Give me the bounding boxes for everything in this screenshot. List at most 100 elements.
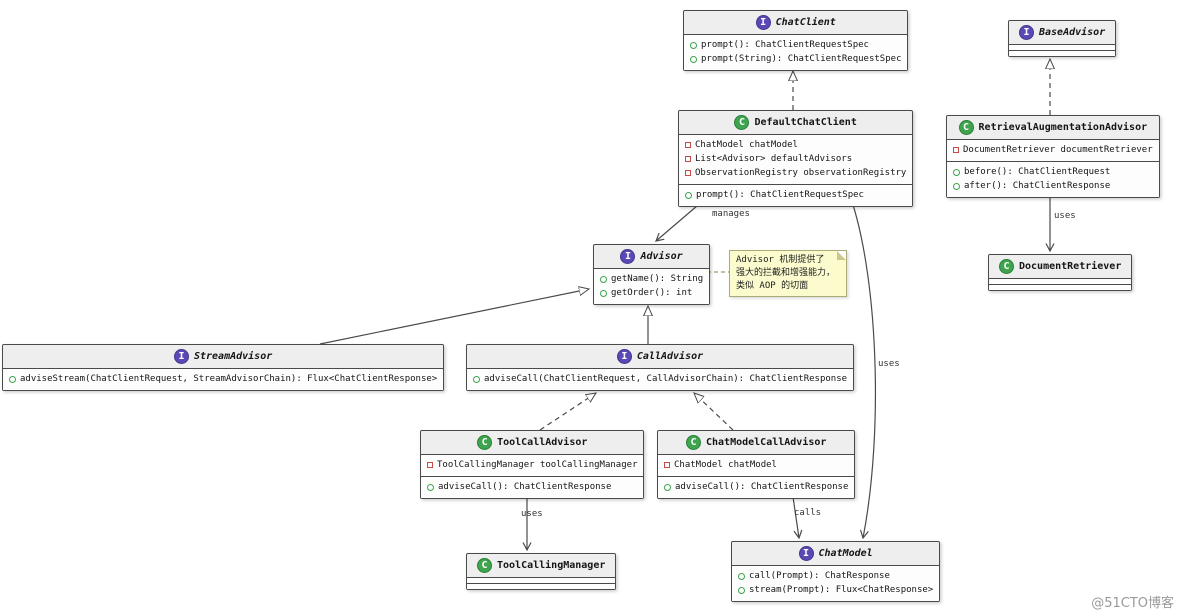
class-icon: C <box>477 435 493 450</box>
class-header: C ChatModelCallAdvisor <box>658 431 855 454</box>
methods-compartment: prompt(): ChatClientRequestSpec prompt(S… <box>684 34 908 70</box>
method-row: prompt(String): ChatClientRequestSpec <box>690 52 901 66</box>
method-text: after(): ChatClientResponse <box>964 181 1111 191</box>
method-text: stream(Prompt): Flux<ChatResponse> <box>749 585 934 595</box>
field-text: ToolCallingManager toolCallingManager <box>437 460 638 470</box>
class-box-toolcalladvisor: C ToolCallAdvisor ToolCallingManager too… <box>420 430 645 499</box>
method-row: prompt(): ChatClientRequestSpec <box>685 188 906 202</box>
note-line: 类似 AOP 的切面 <box>736 281 809 291</box>
class-header: I Advisor <box>594 245 710 268</box>
methods-compartment: prompt(): ChatClientRequestSpec <box>679 184 913 206</box>
note-line: 强大的拦截和增强能力， <box>736 268 836 278</box>
edge-label-uses-document-retriever: uses <box>1054 211 1076 221</box>
class-title: ChatClient <box>775 17 836 28</box>
class-header: I ChatModel <box>732 542 940 565</box>
class-box-defaultchatclient: C DefaultChatClient ChatModel chatModel … <box>678 110 914 207</box>
method-marker-icon <box>690 41 697 49</box>
method-marker-icon <box>473 375 480 383</box>
method-row: call(Prompt): ChatResponse <box>738 569 933 583</box>
class-header: C ToolCallingManager <box>467 554 616 577</box>
class-box-advisor: I Advisor getName(): String getOrder(): … <box>593 244 711 305</box>
edge-toolcalladvisor-implements-calladvisor <box>539 393 596 431</box>
class-header: C DefaultChatClient <box>679 111 913 134</box>
methods-compartment: adviseCall(ChatClientRequest, CallAdviso… <box>467 368 854 390</box>
method-marker-icon <box>685 191 692 199</box>
field-text: ChatModel chatModel <box>674 460 777 470</box>
method-text: getOrder(): int <box>611 288 693 298</box>
field-row: ToolCallingManager toolCallingManager <box>427 458 637 472</box>
edge-streamadvisor-extends-advisor <box>319 289 589 345</box>
field-marker-icon <box>664 462 670 468</box>
methods-compartment: before(): ChatClientRequest after(): Cha… <box>947 161 1159 197</box>
method-marker-icon <box>600 289 607 297</box>
class-title: Advisor <box>640 251 683 262</box>
method-text: getName(): String <box>611 274 704 284</box>
method-text: before(): ChatClientRequest <box>964 167 1111 177</box>
method-marker-icon <box>953 182 960 190</box>
watermark: @51CTO博客 <box>1091 596 1174 611</box>
class-title: DefaultChatClient <box>754 117 857 128</box>
method-row: adviseCall(): ChatClientResponse <box>664 480 848 494</box>
method-text: adviseCall(ChatClientRequest, CallAdviso… <box>484 374 848 384</box>
fields-compartment: ToolCallingManager toolCallingManager <box>421 454 644 476</box>
class-header: I CallAdvisor <box>467 345 854 368</box>
method-row: prompt(): ChatClientRequestSpec <box>690 38 901 52</box>
class-header: C RetrievalAugmentationAdvisor <box>947 116 1159 139</box>
advisor-note: Advisor 机制提供了 强大的拦截和增强能力， 类似 AOP 的切面 <box>729 250 847 297</box>
edge-chatmodelcalladvisor-implements-calladvisor <box>694 393 734 431</box>
field-row: ChatModel chatModel <box>685 138 906 152</box>
method-text: adviseStream(ChatClientRequest, StreamAd… <box>20 374 438 384</box>
class-box-chatmodel: I ChatModel call(Prompt): ChatResponse s… <box>731 541 941 602</box>
field-text: ObservationRegistry observationRegistry <box>695 168 907 178</box>
method-marker-icon <box>664 483 671 491</box>
fields-compartment: DocumentRetriever documentRetriever <box>947 139 1159 161</box>
method-text: prompt(): ChatClientRequestSpec <box>696 190 864 200</box>
methods-compartment: adviseCall(): ChatClientResponse <box>658 476 855 498</box>
method-row: stream(Prompt): Flux<ChatResponse> <box>738 583 933 597</box>
interface-icon: I <box>173 349 189 364</box>
class-title: StreamAdvisor <box>193 351 273 362</box>
methods-compartment: call(Prompt): ChatResponse stream(Prompt… <box>732 565 940 601</box>
field-marker-icon <box>685 142 691 148</box>
class-box-chatmodelcalladvisor: C ChatModelCallAdvisor ChatModel chatMod… <box>657 430 856 499</box>
method-marker-icon <box>600 275 607 283</box>
method-row: before(): ChatClientRequest <box>953 165 1153 179</box>
class-icon: C <box>685 435 701 450</box>
edge-label-manages: manages <box>712 209 750 219</box>
class-icon: C <box>958 120 974 135</box>
field-text: DocumentRetriever documentRetriever <box>963 145 1153 155</box>
method-row: adviseStream(ChatClientRequest, StreamAd… <box>9 372 437 386</box>
class-title: RetrievalAugmentationAdvisor <box>978 122 1148 133</box>
method-marker-icon <box>953 168 960 176</box>
class-title: ChatModel <box>818 548 873 559</box>
class-title: ChatModelCallAdvisor <box>705 437 827 448</box>
methods-compartment <box>467 583 616 589</box>
class-title: BaseAdvisor <box>1039 27 1106 38</box>
class-icon: C <box>734 115 750 130</box>
methods-compartment: getName(): String getOrder(): int <box>594 268 710 304</box>
field-marker-icon <box>953 147 959 153</box>
class-box-toolcallingmanager: C ToolCallingManager <box>466 553 617 590</box>
field-marker-icon <box>685 156 691 162</box>
field-text: ChatModel chatModel <box>695 140 798 150</box>
interface-icon: I <box>755 15 771 30</box>
method-row: getOrder(): int <box>600 286 703 300</box>
note-fold-icon <box>837 251 846 260</box>
fields-compartment <box>989 278 1132 284</box>
method-marker-icon <box>427 483 434 491</box>
interface-icon: I <box>1019 25 1034 40</box>
class-header: I BaseAdvisor <box>1009 21 1116 44</box>
interface-icon: I <box>798 546 814 561</box>
class-title: CallAdvisor <box>636 351 704 362</box>
note-line: Advisor 机制提供了 <box>736 255 825 265</box>
method-row: after(): ChatClientResponse <box>953 179 1153 193</box>
method-text: call(Prompt): ChatResponse <box>749 571 890 581</box>
class-header: I ChatClient <box>684 11 908 34</box>
method-text: prompt(): ChatClientRequestSpec <box>701 40 869 50</box>
methods-compartment <box>1009 50 1116 56</box>
class-box-retrievalaugmentationadvisor: C RetrievalAugmentationAdvisor DocumentR… <box>946 115 1160 198</box>
class-box-streamadvisor: I StreamAdvisor adviseStream(ChatClientR… <box>2 344 445 391</box>
class-icon: C <box>999 259 1014 274</box>
